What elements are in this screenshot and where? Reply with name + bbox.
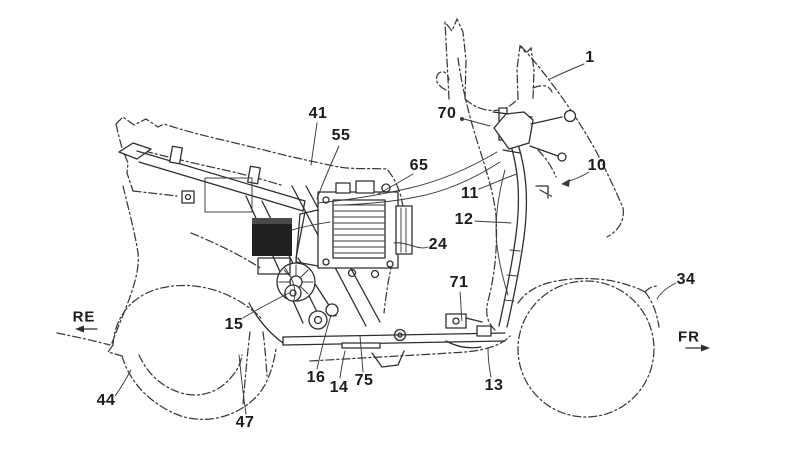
- handlebar: [492, 107, 577, 199]
- phantom-front-wheel: [517, 277, 660, 418]
- arrowhead-10: [561, 179, 570, 187]
- ref-label-34: 34: [676, 271, 696, 288]
- rear-axle: [284, 267, 302, 302]
- ref-label-1: 1: [585, 49, 595, 66]
- ref-label-65: 65: [409, 157, 429, 174]
- ref-label-55: 55: [331, 127, 351, 144]
- ref-label-11: 11: [461, 185, 479, 202]
- ref-label-10: 10: [587, 157, 607, 174]
- cylinder-fins: [333, 204, 385, 254]
- phantom-front-cowl: [435, 17, 624, 332]
- ref-label-44: 44: [96, 392, 116, 409]
- rear-direction-label: RE: [72, 308, 96, 326]
- rear-arrow-icon: [75, 325, 98, 333]
- ref-label-41: 41: [308, 105, 328, 122]
- ref-label-71: 71: [449, 274, 469, 291]
- ref-label-12: 12: [454, 211, 474, 228]
- engine: [276, 180, 413, 342]
- ref-label-47: 47: [235, 414, 255, 431]
- front-arrow-icon: [685, 344, 710, 352]
- direction-arrows: [75, 325, 710, 352]
- rear-subframe: [118, 142, 306, 213]
- ref-label-70: 70: [437, 105, 457, 122]
- battery-box: [252, 218, 331, 275]
- ref-label-16: 16: [306, 369, 326, 386]
- ref-label-24: 24: [428, 236, 448, 253]
- ref-label-14: 14: [329, 379, 349, 396]
- leader-lines: [114, 63, 677, 415]
- ref-label-15: 15: [224, 316, 244, 333]
- ref-label-13: 13: [484, 377, 504, 394]
- wire-harness: [317, 151, 509, 296]
- ref-label-75: 75: [354, 372, 374, 389]
- front-direction-label: FR: [678, 328, 700, 346]
- front-floor-bracket: [445, 313, 492, 349]
